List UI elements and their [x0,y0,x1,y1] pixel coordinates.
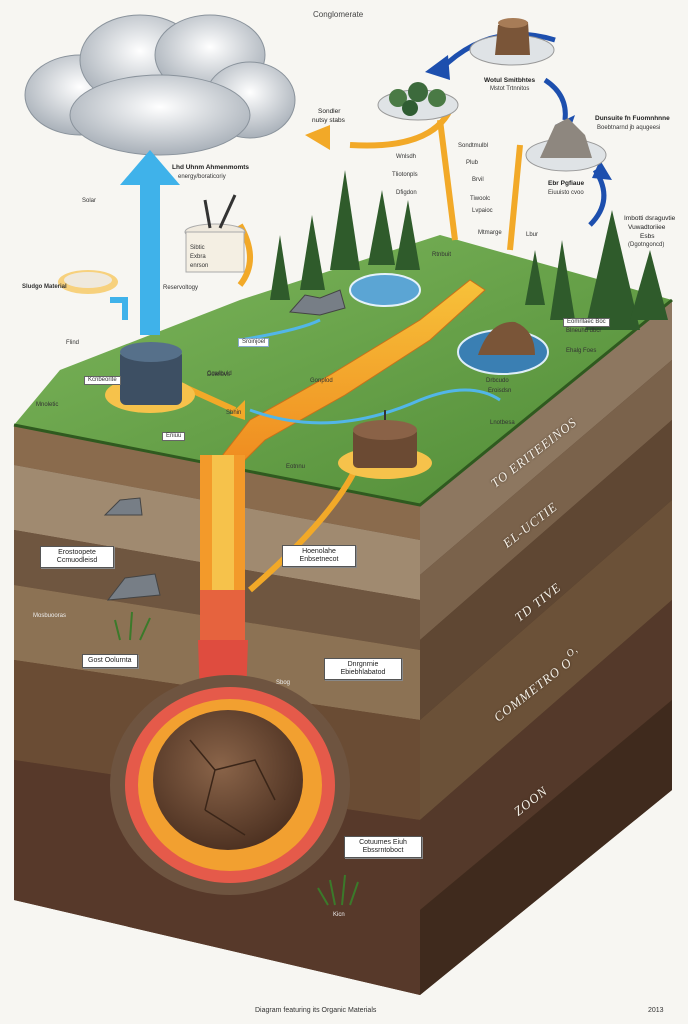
label-mini-10: Lvpaioc [472,208,493,214]
label-stump-2: Boebtnarnd jb aqugeesi [597,125,661,131]
cloud-icon [24,14,296,156]
label-pond-sm-3: Lnotbesa [490,420,515,426]
label-arrow-1: Sondler [318,108,341,115]
block-right-face [420,300,672,995]
label-center: Dolelovs [207,372,231,378]
label-grass: Eotnnu [286,464,306,470]
label-grass-bottom: Kicn [333,912,345,918]
label-mini-7: Brvil [472,177,484,183]
label-mini-3: Wnlsdh [396,154,417,160]
atmosphere-sub: energy/boraticoriy [178,174,226,180]
label-right-tree-b: Vuwadtoriiee [628,224,666,231]
tree-icon [270,170,668,330]
label-pond-3: Ehalg Foes [566,348,597,354]
label-reservoir: Reservoltogy [163,285,199,291]
label-right-tree-c: Esbs [640,233,655,240]
label-mini-12: Rtnbuit [432,252,452,258]
label-nodule-sub: Mstot Trtnnitos [490,86,530,92]
label-arrow-2: nutsy stabs [312,117,345,124]
tank-icon [105,342,195,413]
diagram-title: Conglomerate [313,10,364,19]
flow-arrows [178,108,523,593]
stump-icon [469,18,555,66]
label-gauge-a: Sibtic [190,245,205,251]
grass-tuft [114,611,359,906]
label-well-area: Gonplod [310,378,333,384]
label-pond-2: Blneuhd dbcr [566,328,602,334]
label-nodule-top: Wotul Smitbhtes [484,77,536,84]
label-pond-sm-2: Eroisdsn [488,388,512,394]
label-mini-18: Eiuuisto cvoo [548,190,584,196]
label-mini-13: Lbur [526,232,539,238]
label-mini-9: Tiwoolc [470,196,491,202]
label-box-center-2: Dnrgnrnie Ebiebhlabatod [324,658,402,681]
core [110,675,350,895]
magma-conduit [198,279,486,700]
pond-icon [349,273,549,375]
label-pink: Flind [66,340,80,346]
well-icon [338,410,432,479]
label-box-left-2: Gost Oolurnta [82,654,138,669]
label-gauge-c: enrson [190,263,209,269]
footer-year: 2013 [648,1007,664,1014]
label-solar: Solar [82,198,97,204]
label-box-left-1: Erostoopete Ccmuodleisd [40,546,114,569]
label-left-mid-strata: Mosbuooras [33,613,67,619]
label-box-core: Cotuumes Eiuh Ebssrntoboct [344,836,422,859]
label-pond-sm-1: Drbcudo [486,378,509,384]
label-center-small: Sbog [276,680,291,686]
label-left-mid: Sludgo Material [22,284,67,290]
crystal-icon [525,118,607,172]
label-mid-left: Mnoletic [36,402,59,408]
label-mini-17: Ebr Pgfiaue [548,180,585,187]
label-center-2: Sroinjoel [238,338,270,347]
label-right-tree-a: Imbotti dsraguvtie [624,215,676,222]
atmosphere-title: Lhd Uhnm Ahmenmomts [172,164,250,171]
label-mini-5: Tliotonpls [392,172,418,178]
rock-icon [103,289,346,601]
label-rocks: Sbhin [226,410,242,416]
label-pond-1: Eomrllaec Boc [563,318,610,327]
footer-caption: Diagram featuring its Organic Materials [255,1007,377,1014]
label-mini-4: Plub [466,160,479,166]
nodule-icon [377,82,459,121]
label-stump-1: Dunsuite fn Fuomnhnne [595,115,670,122]
label-top-small: Cowlbuld [207,371,232,377]
label-top-left-box: Kcnbeorite [84,376,121,385]
label-bin: Eniuu [162,432,186,441]
label-gauge-b: Exbra [190,254,206,260]
label-mini-11: Mtmarge [478,230,502,236]
gauge-icon [58,194,246,294]
label-right-tree-d: (Dgotngoncd) [628,242,665,248]
label-box-center-1: Hoenolahe Enbsetnecot [282,545,356,568]
label-mini-8: Dfigdon [396,190,417,196]
label-mini-1: Sondtmulbl [458,143,489,149]
